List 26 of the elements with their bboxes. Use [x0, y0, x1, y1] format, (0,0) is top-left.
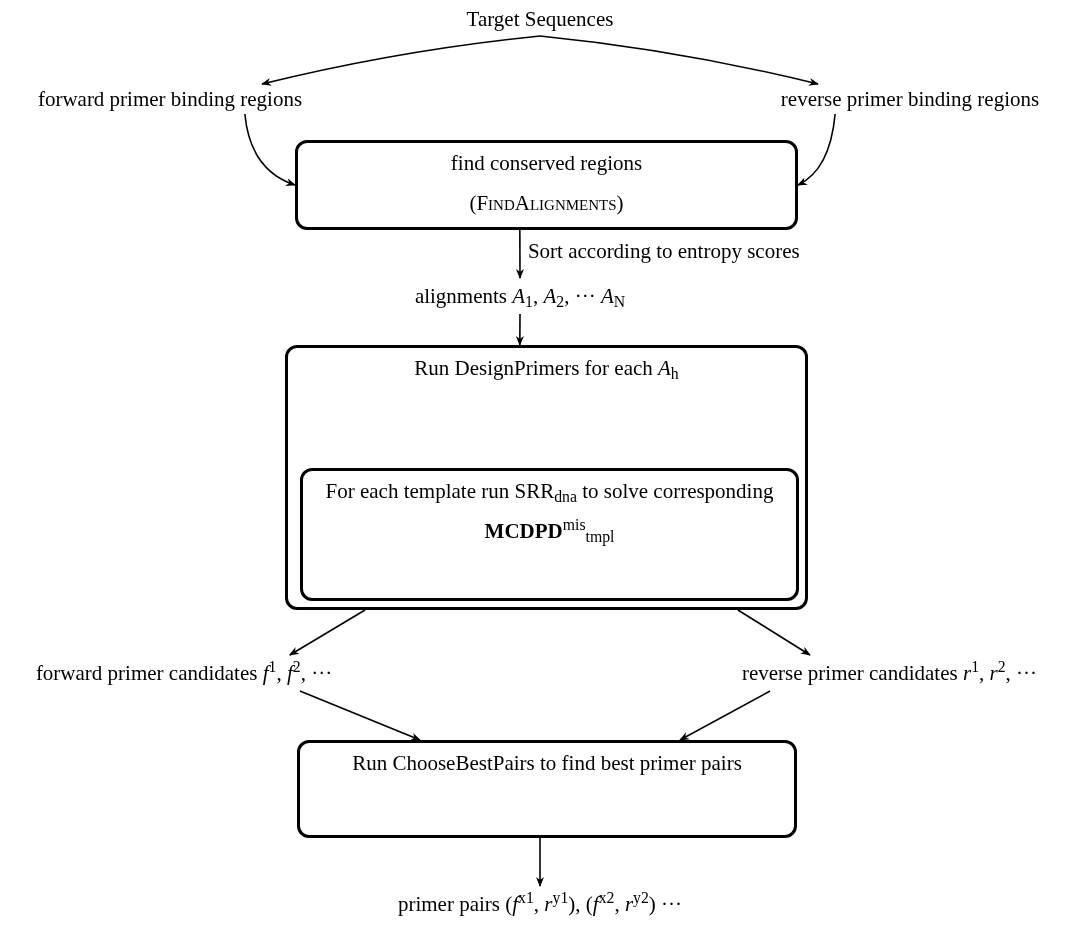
arrow	[244, 113, 296, 186]
node-text: forward primer binding regions	[36, 86, 304, 113]
node-text: (FindAlignments)	[468, 190, 625, 217]
node-text: Run ChooseBestPairs to find best primer pairs	[351, 750, 743, 777]
node-text: primer pairs (f$^{x1}$, r$^{y1}$), (f$^{x2}$, r$^{y2}$) ···	[396, 888, 684, 918]
arrow	[515, 229, 524, 279]
process-box	[300, 468, 799, 601]
node-text: forward primer candidates f$^{1}$, f$^{2}$, ···	[34, 657, 334, 687]
arrow	[539, 35, 819, 86]
node-text: alignments A$_{1}$, A$_{2}$, ··· A$_{N}$	[413, 283, 627, 312]
process-box	[295, 140, 798, 230]
arrow	[679, 690, 771, 741]
arrow	[261, 35, 541, 86]
arrow	[797, 113, 836, 186]
arrow	[536, 837, 544, 887]
arrow	[299, 690, 421, 741]
arrow	[515, 313, 524, 346]
process-box	[285, 345, 808, 610]
arrow	[289, 609, 366, 656]
node-text: find conserved regions	[449, 150, 644, 177]
node-text: reverse primer candidates r$^{1}$, r$^{2}$, ···	[740, 657, 1039, 687]
node-text: Target Sequences	[465, 6, 615, 33]
process-box	[297, 740, 797, 838]
node-text: reverse primer binding regions	[779, 86, 1041, 113]
node-text: Run DesignPrimers for each A$_{h}$	[413, 355, 680, 384]
arrow	[737, 609, 811, 656]
